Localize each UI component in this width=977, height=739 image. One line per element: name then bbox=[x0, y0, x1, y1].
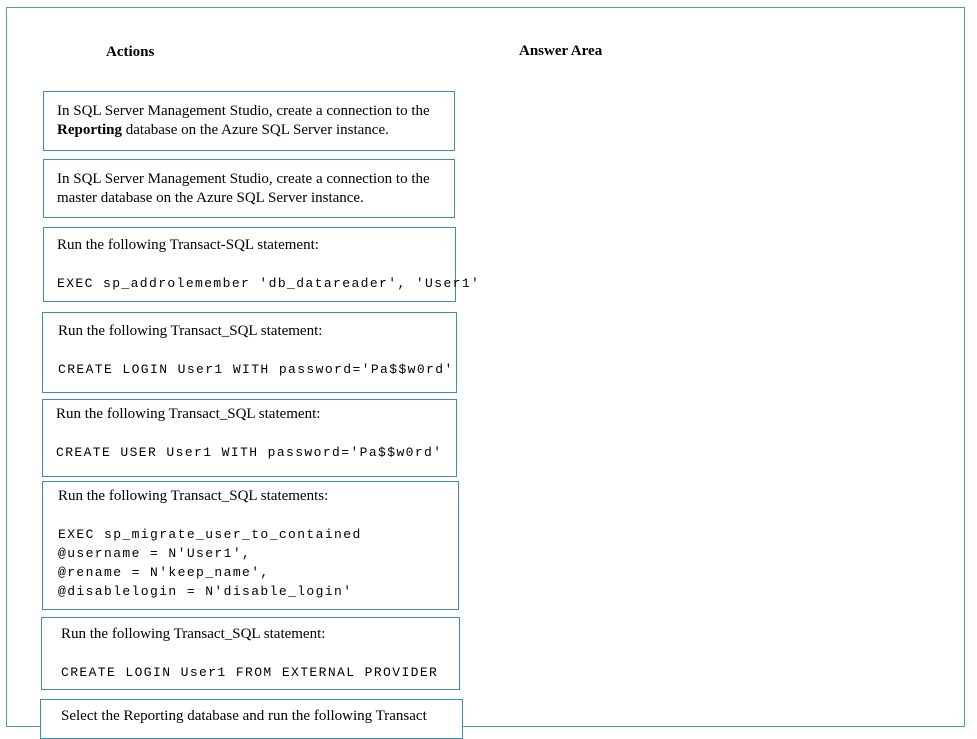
action-code-line: EXEC sp_migrate_user_to_contained bbox=[58, 527, 362, 542]
action-code: CREATE LOGIN User1 WITH password='Pa$$w0… bbox=[58, 362, 454, 377]
action-text: Run the following Transact_SQL statement… bbox=[56, 406, 321, 422]
action-text: Run the following Transact_SQL statement… bbox=[61, 626, 326, 642]
action-text-line: In SQL Server Management Studio, create … bbox=[57, 103, 430, 119]
action-create-user-password[interactable]: Run the following Transact_SQL statement… bbox=[42, 399, 457, 477]
action-bold-term: Reporting bbox=[57, 122, 122, 138]
action-text-line: master database on the Azure SQL Server … bbox=[57, 190, 364, 206]
action-migrate-user[interactable]: Run the following Transact_SQL statement… bbox=[42, 481, 459, 610]
action-connect-master[interactable]: In SQL Server Management Studio, create … bbox=[43, 159, 455, 218]
action-text-line: In SQL Server Management Studio, create … bbox=[57, 171, 430, 187]
action-code: EXEC sp_addrolemember 'db_datareader', '… bbox=[57, 276, 481, 291]
action-text: Run the following Transact_SQL statement… bbox=[58, 323, 323, 339]
action-select-reporting[interactable]: Select the Reporting database and run th… bbox=[40, 699, 463, 739]
action-text: Run the following Transact_SQL statement… bbox=[58, 488, 329, 504]
action-text: Run the following Transact-SQL statement… bbox=[57, 237, 319, 253]
action-create-login-password[interactable]: Run the following Transact_SQL statement… bbox=[42, 312, 457, 393]
answer-area-heading: Answer Area bbox=[519, 43, 603, 59]
action-code-line: @disablelogin = N'disable_login' bbox=[58, 584, 353, 599]
action-code: CREATE USER User1 WITH password='Pa$$w0r… bbox=[56, 445, 443, 460]
action-text: Select the Reporting database and run th… bbox=[61, 708, 427, 724]
action-text-line: Reporting database on the Azure SQL Serv… bbox=[57, 121, 442, 140]
action-code-line: @username = N'User1', bbox=[58, 546, 252, 561]
actions-heading: Actions bbox=[106, 44, 155, 60]
action-create-login-external[interactable]: Run the following Transact_SQL statement… bbox=[41, 617, 460, 690]
answer-area-dropzone[interactable] bbox=[480, 80, 950, 700]
action-addrolemember[interactable]: Run the following Transact-SQL statement… bbox=[43, 227, 481, 302]
action-code-line: @rename = N'keep_name', bbox=[58, 565, 270, 580]
action-connect-reporting[interactable]: In SQL Server Management Studio, create … bbox=[43, 91, 455, 151]
action-text-tail: database on the Azure SQL Server instanc… bbox=[122, 122, 389, 138]
action-code: CREATE LOGIN User1 FROM EXTERNAL PROVIDE… bbox=[61, 665, 439, 680]
